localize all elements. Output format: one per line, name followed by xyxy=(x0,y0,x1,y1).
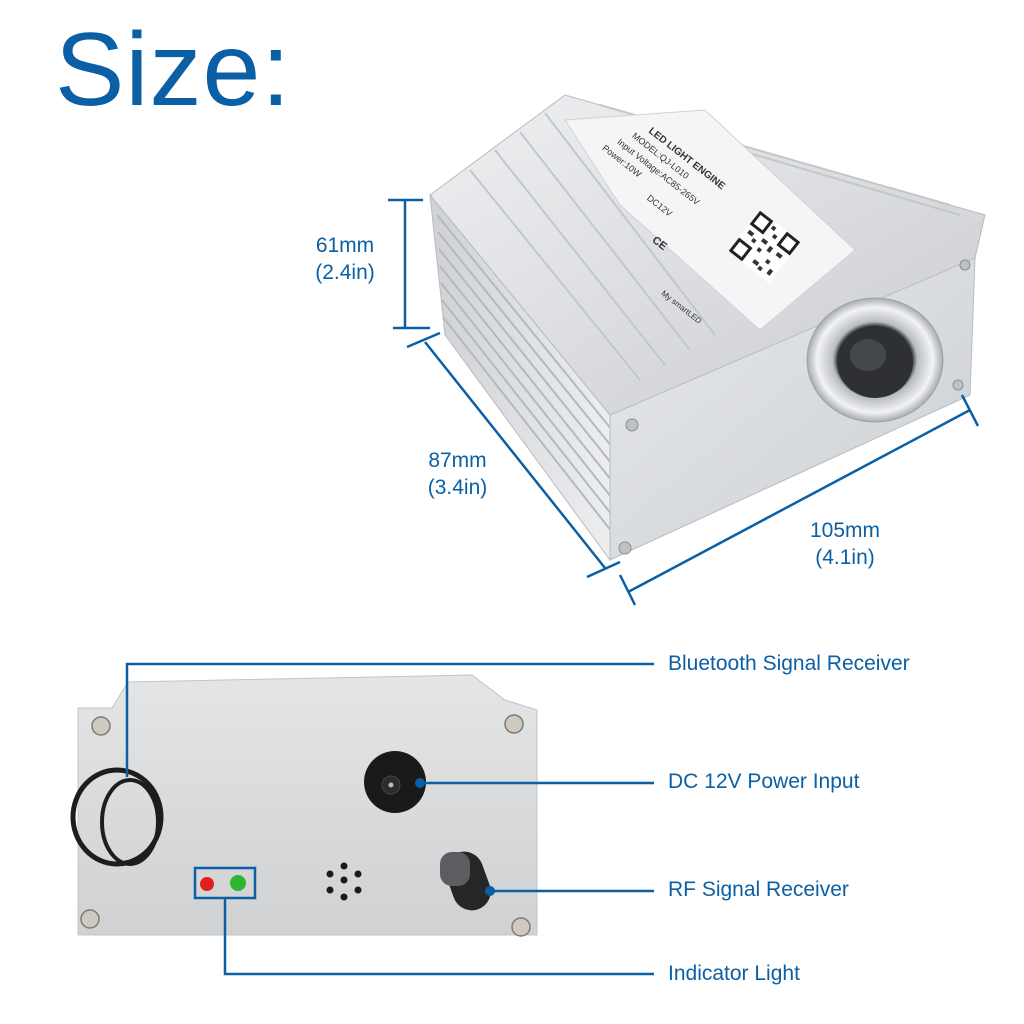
width-in: (4.1in) xyxy=(815,546,875,569)
screw-icon xyxy=(625,418,639,432)
dimension-lines xyxy=(388,198,980,606)
screw-icon xyxy=(952,379,964,391)
callout-bluetooth-receiver: Bluetooth Signal Receiver xyxy=(668,652,910,675)
callout-dc-power-input: DC 12V Power Input xyxy=(668,770,860,793)
width-mm: 105mm xyxy=(809,519,881,542)
callout-leaders xyxy=(125,662,654,976)
device-isometric-view: LED LIGHT ENGINE MODEL:QJ-L010 Input Vol… xyxy=(429,94,986,562)
qr-code-icon xyxy=(727,210,801,283)
page-title: Size: xyxy=(55,12,292,128)
height-mm: 61mm xyxy=(315,234,375,257)
screw-icon xyxy=(80,909,100,929)
depth-dimension: 87mm (3.4in) xyxy=(410,447,505,501)
width-dimension: 105mm (4.1in) xyxy=(790,517,900,571)
screw-icon xyxy=(504,714,524,734)
speaker-grille-icon xyxy=(326,862,362,901)
device-back-view xyxy=(70,674,538,937)
bluetooth-antenna-icon xyxy=(70,767,164,867)
depth-in: (3.4in) xyxy=(427,476,488,499)
screw-icon xyxy=(91,716,111,736)
green-led-icon xyxy=(230,875,246,891)
screw-icon xyxy=(511,917,531,937)
callout-rf-receiver: RF Signal Receiver xyxy=(668,878,849,901)
screw-icon xyxy=(959,259,971,271)
height-in: (2.4in) xyxy=(315,261,375,284)
depth-mm: 87mm xyxy=(428,449,487,472)
red-led-icon xyxy=(200,877,214,891)
callout-indicator-light: Indicator Light xyxy=(668,962,800,985)
height-dimension: 61mm (2.4in) xyxy=(300,232,390,286)
screw-icon xyxy=(618,541,632,555)
